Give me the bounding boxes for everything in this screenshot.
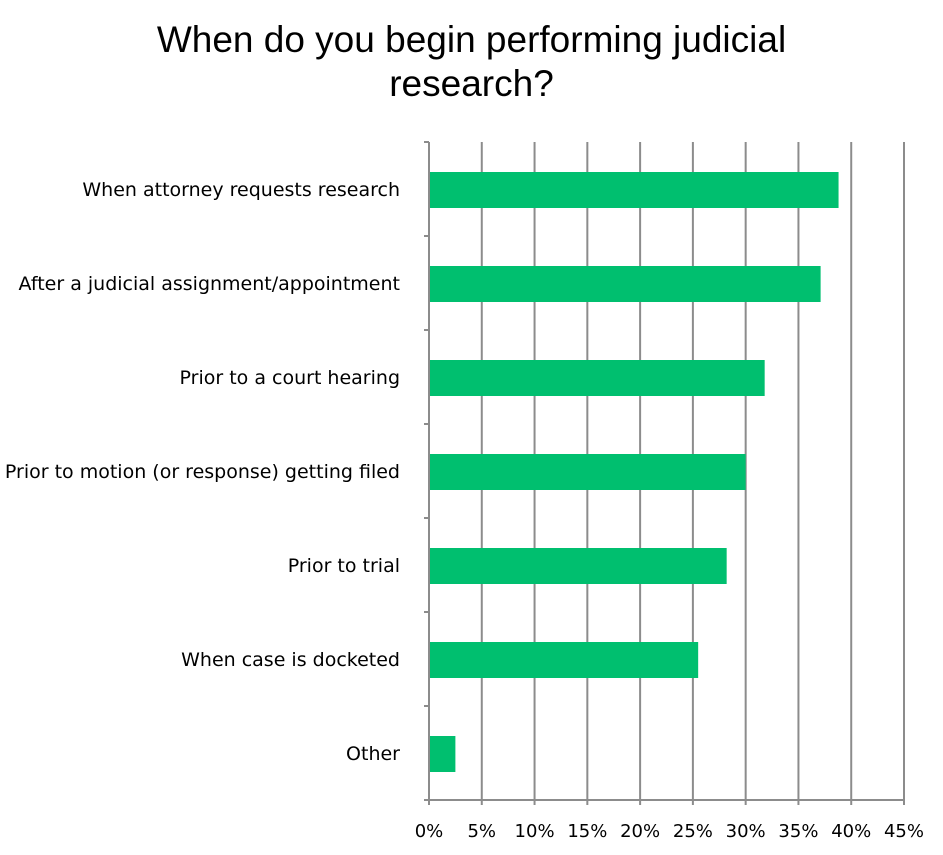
bar (430, 454, 746, 490)
x-tick-label: 5% (467, 821, 496, 842)
category-label: After a judicial assignment/appointment (19, 273, 400, 295)
bar (430, 172, 839, 208)
bar (430, 360, 765, 396)
x-tick-label: 40% (831, 821, 871, 842)
category-label: Prior to trial (288, 555, 400, 577)
x-tick-label: 45% (884, 821, 924, 842)
chart-title-line-2: research? (389, 63, 554, 104)
x-tick-label: 30% (726, 821, 766, 842)
x-tick-label: 20% (620, 821, 660, 842)
chart-title: When do you begin performing judicial re… (0, 18, 943, 106)
x-tick-label: 25% (673, 821, 713, 842)
bar (430, 736, 456, 772)
bar (430, 266, 821, 302)
x-tick-label: 0% (415, 821, 444, 842)
bar (430, 548, 727, 584)
x-tick-label: 10% (515, 821, 555, 842)
category-label: Other (346, 743, 400, 765)
bar (430, 642, 699, 678)
category-label: When attorney requests research (82, 179, 400, 201)
category-label: When case is docketed (181, 649, 400, 671)
chart-title-line-1: When do you begin performing judicial (156, 19, 787, 60)
x-tick-label: 15% (567, 821, 607, 842)
category-label: Prior to motion (or response) getting fi… (5, 461, 400, 483)
x-tick-label: 35% (778, 821, 818, 842)
category-label: Prior to a court hearing (180, 367, 400, 389)
